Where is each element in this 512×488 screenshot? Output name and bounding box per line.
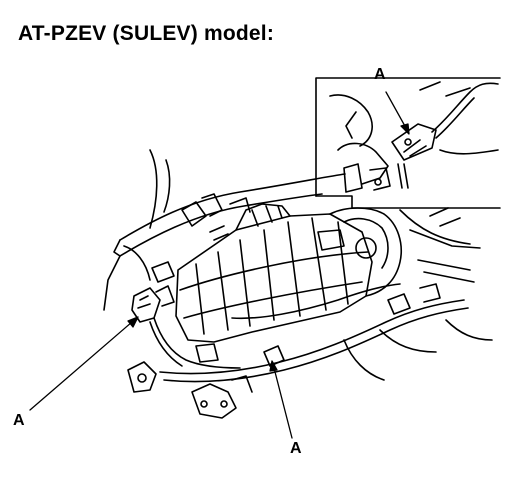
page-title: AT-PZEV (SULEV) model: (18, 22, 275, 45)
callout-label-bottom: A (290, 440, 302, 457)
inset-detail-view (315, 77, 501, 209)
engine-component (151, 193, 402, 363)
callout-label-inset: A (374, 66, 386, 83)
lower-brackets (127, 361, 253, 419)
right-side-structure (343, 207, 493, 381)
left-housing (103, 149, 171, 311)
left-connector-assembly (131, 287, 241, 369)
upper-pipe (113, 173, 346, 257)
lower-wire-harness (159, 283, 469, 383)
leader-arrows (29, 91, 410, 439)
callout-label-left: A (13, 412, 25, 429)
